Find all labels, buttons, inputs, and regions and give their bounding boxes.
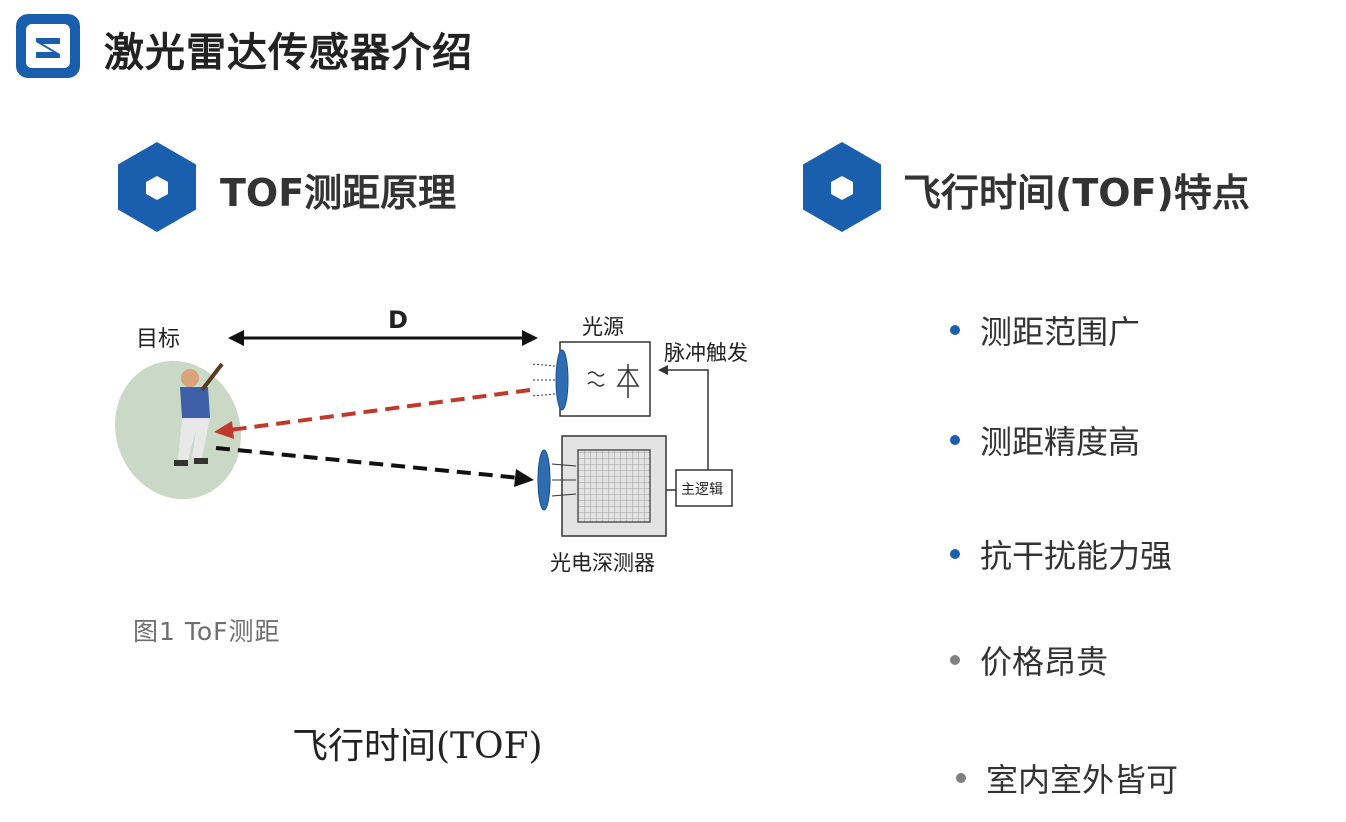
feature-label: 室内室外皆可 <box>986 761 1179 799</box>
figure-caption: 图1 ToF测距 <box>133 617 281 646</box>
feature-list: 测距范围广 测距精度高 抗干扰能力强 价格昂贵 室内室外皆可 <box>950 300 1330 800</box>
pulse-trigger-label: 脉冲触发 <box>664 341 748 365</box>
hexagon-icon <box>118 142 196 232</box>
hexagon-icon <box>803 142 881 232</box>
feature-label: 测距精度高 <box>980 423 1141 461</box>
list-item: 测距范围广 <box>950 300 1140 360</box>
distance-label: D <box>388 306 408 334</box>
bullet-icon <box>950 435 960 445</box>
list-item: 价格昂贵 <box>950 630 1108 690</box>
feature-label: 价格昂贵 <box>980 643 1109 681</box>
page-title: 激光雷达传感器介绍 <box>104 30 473 76</box>
bullet-icon <box>956 773 966 783</box>
bullet-icon <box>950 325 960 335</box>
bullet-icon <box>950 655 960 665</box>
photodetector-label: 光电深测器 <box>550 551 655 575</box>
list-item: 测距精度高 <box>950 410 1140 470</box>
feature-label: 测距范围广 <box>980 313 1141 351</box>
section-title-tof-features: 飞行时间(TOF)特点 <box>903 171 1250 215</box>
bullet-icon <box>950 549 960 559</box>
tof-caption: 飞行时间(TOF) <box>292 726 543 767</box>
photodetector <box>537 435 667 537</box>
list-item: 抗干扰能力强 <box>950 524 1172 584</box>
light-source-label: 光源 <box>582 315 624 339</box>
tof-diagram: 目标 D 光源 <box>110 290 790 590</box>
target-figure <box>115 360 241 500</box>
distance-arrow <box>228 330 538 346</box>
reflected-pulse-arrow <box>215 446 534 487</box>
light-source <box>531 341 651 417</box>
emitted-pulse-arrow <box>214 388 531 439</box>
target-label: 目标 <box>136 327 180 352</box>
feature-label: 抗干扰能力强 <box>980 537 1173 575</box>
main-logic-box <box>675 469 733 507</box>
s-logo-icon <box>16 14 80 78</box>
section-title-tof-principle: TOF测距原理 <box>220 171 457 215</box>
main-logic-label: 主逻辑 <box>681 482 723 498</box>
list-item: 室内室外皆可 <box>956 748 1178 808</box>
